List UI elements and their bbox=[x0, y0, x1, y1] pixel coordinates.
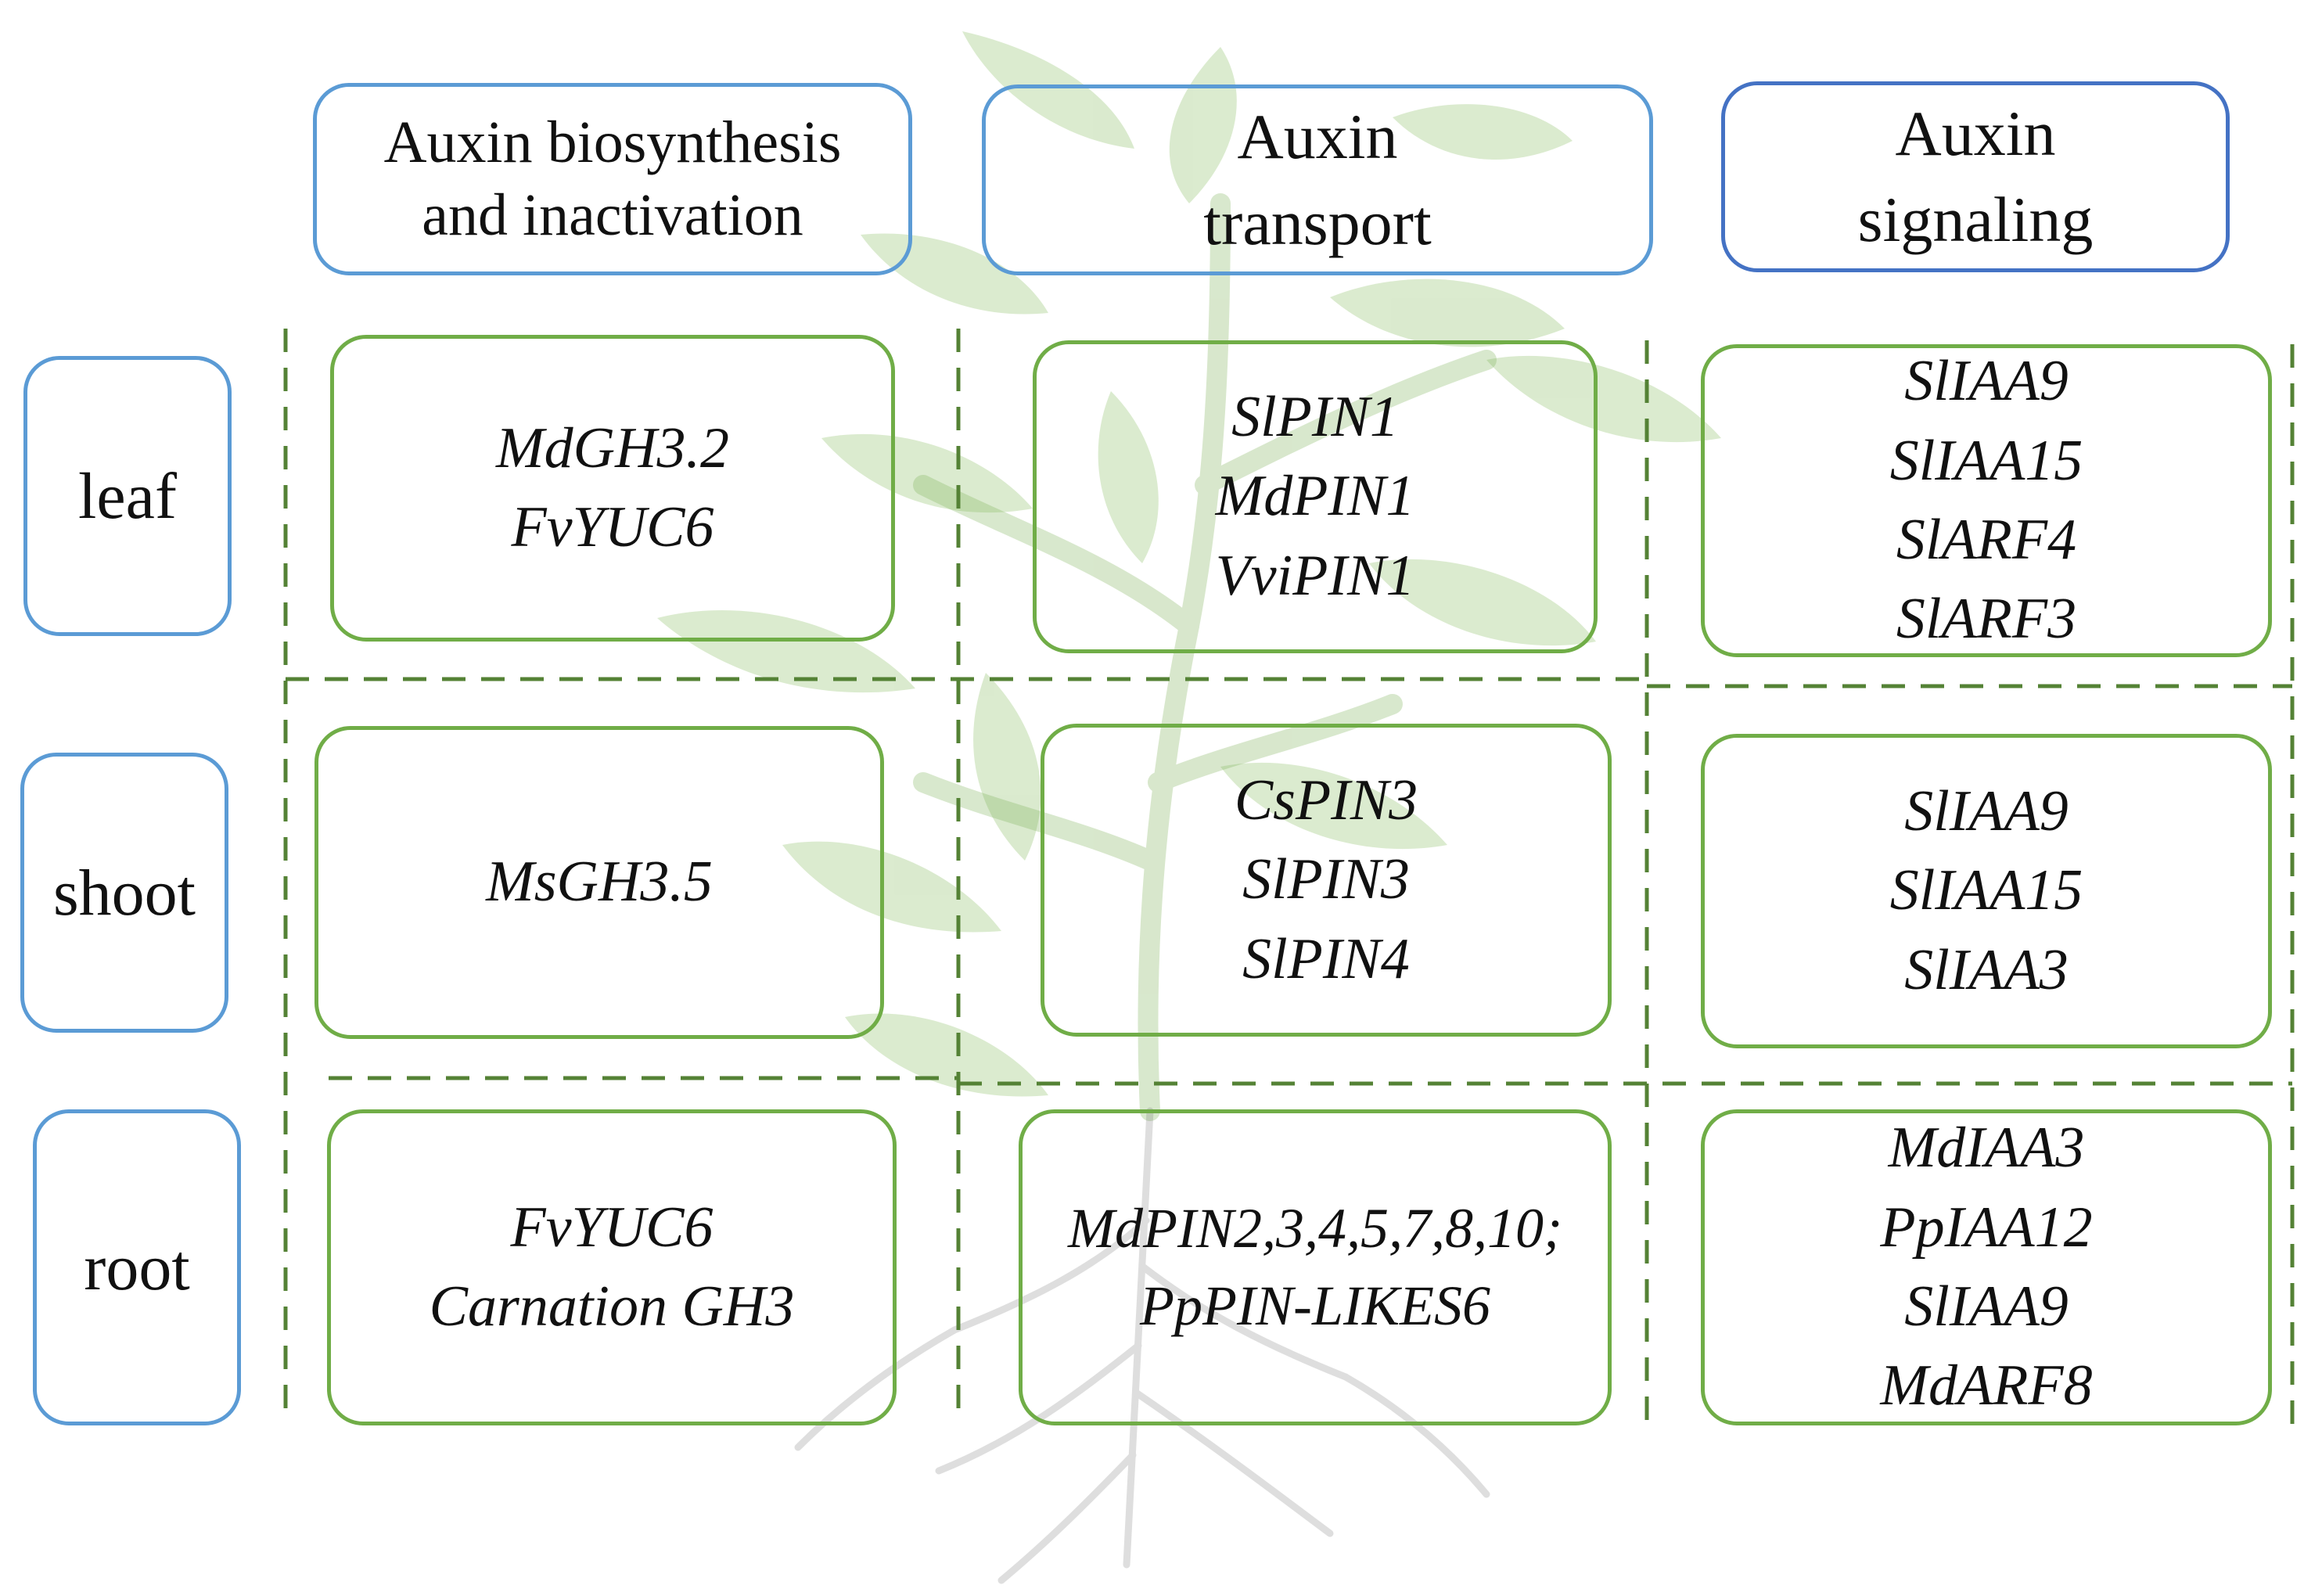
row-label-text: root bbox=[84, 1231, 190, 1304]
gene-name: SlPIN3 bbox=[1242, 847, 1410, 912]
column-header-biosynthesis: Auxin biosynthesis and inactivation bbox=[313, 83, 912, 275]
column-header-line: and inactivation bbox=[422, 182, 803, 248]
row-label-root: root bbox=[33, 1109, 241, 1425]
gene-box-shoot-signaling: SlIAA9 SlIAA15 SlIAA3 bbox=[1701, 734, 2272, 1048]
gene-name: SlIAA15 bbox=[1889, 858, 2083, 923]
column-header-line: Auxin bbox=[1237, 101, 1398, 173]
gene-name: SlIAA9 bbox=[1904, 778, 2069, 843]
gene-name: MsGH3.5 bbox=[486, 850, 713, 915]
gene-name: VviPIN1 bbox=[1215, 543, 1415, 608]
gene-box-leaf-signaling: SlIAA9 SlIAA15 SlARF4 SlARF3 bbox=[1701, 344, 2272, 657]
gene-box-root-signaling: MdIAA3 PpIAA12 SlIAA9 MdARF8 bbox=[1701, 1109, 2272, 1425]
gene-box-leaf-biosynthesis: MdGH3.2 FvYUC6 bbox=[330, 335, 895, 642]
gene-name: MdPIN2,3,4,5,7,8,10; bbox=[1068, 1197, 1562, 1260]
row-label-text: shoot bbox=[52, 856, 196, 929]
gene-box-root-biosynthesis: FvYUC6 Carnation GH3 bbox=[327, 1109, 897, 1425]
gene-name: SlARF4 bbox=[1896, 508, 2077, 572]
gene-name: MdIAA3 bbox=[1888, 1116, 2085, 1181]
row-label-shoot: shoot bbox=[20, 753, 228, 1033]
column-header-line: Auxin biosynthesis bbox=[383, 110, 842, 176]
gene-box-leaf-transport: SlPIN1 MdPIN1 VviPIN1 bbox=[1033, 340, 1598, 653]
gene-name: PpPIN-LIKES6 bbox=[1140, 1274, 1490, 1337]
gene-name: FvYUC6 bbox=[511, 495, 714, 559]
gene-name: SlPIN1 bbox=[1231, 384, 1399, 449]
gene-name: SlIAA9 bbox=[1904, 1274, 2069, 1339]
gene-name: MdARF8 bbox=[1880, 1353, 2093, 1418]
column-header-transport: Auxin transport bbox=[982, 84, 1653, 275]
gene-name: SlPIN4 bbox=[1242, 926, 1410, 991]
column-header-line: transport bbox=[1203, 187, 1432, 258]
gene-name: SlIAA9 bbox=[1904, 349, 2069, 414]
gene-box-shoot-biosynthesis: MsGH3.5 bbox=[315, 726, 884, 1039]
row-label-text: leaf bbox=[78, 459, 177, 533]
gene-name: Carnation GH3 bbox=[429, 1274, 795, 1339]
gene-name: CsPIN3 bbox=[1234, 767, 1418, 832]
gene-name: MdPIN1 bbox=[1215, 464, 1415, 529]
gene-box-root-transport: MdPIN2,3,4,5,7,8,10; PpPIN-LIKES6 bbox=[1019, 1109, 1612, 1425]
column-header-line: signaling bbox=[1857, 184, 2094, 255]
gene-name: SlIAA3 bbox=[1904, 937, 2069, 1002]
column-header-signaling: Auxin signaling bbox=[1721, 81, 2230, 272]
gene-name: MdGH3.2 bbox=[495, 415, 730, 480]
gene-name: SlARF3 bbox=[1896, 587, 2077, 652]
gene-name: SlIAA15 bbox=[1889, 428, 2083, 493]
column-header-line: Auxin bbox=[1895, 98, 2056, 170]
gene-name: PpIAA12 bbox=[1880, 1195, 2093, 1260]
row-label-leaf: leaf bbox=[23, 356, 232, 636]
gene-name: FvYUC6 bbox=[510, 1195, 713, 1260]
gene-box-shoot-transport: CsPIN3 SlPIN3 SlPIN4 bbox=[1041, 724, 1612, 1037]
